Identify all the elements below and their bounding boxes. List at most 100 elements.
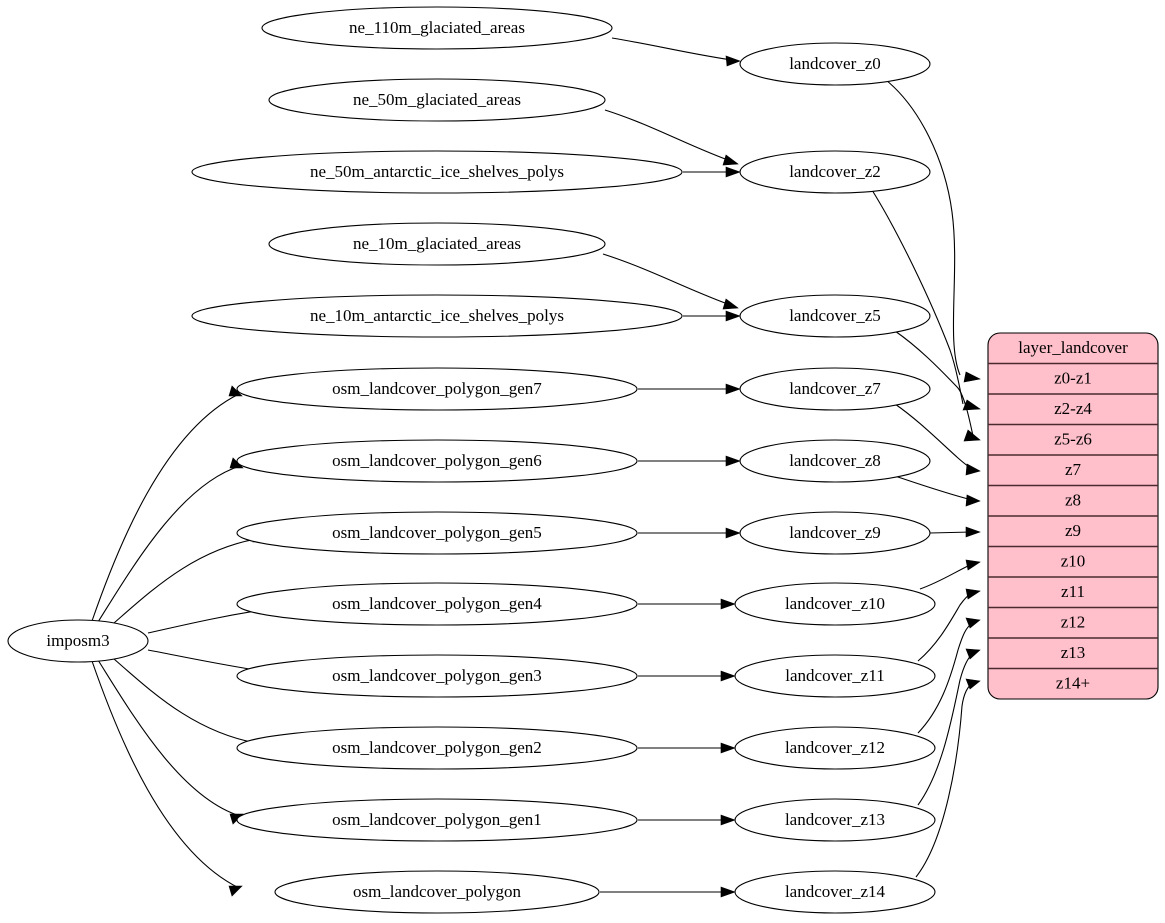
node-label: landcover_z9 xyxy=(789,523,881,542)
arrowhead-icon xyxy=(963,429,981,442)
arrowhead-icon xyxy=(965,494,981,507)
node-shape xyxy=(236,582,638,626)
edge-line xyxy=(113,537,263,624)
node-label: landcover_z13 xyxy=(785,810,885,829)
edge-landcover_z10-to-z10 xyxy=(919,559,981,590)
table-row[interactable]: z5-z6 xyxy=(988,423,1158,449)
table-row[interactable]: z11 xyxy=(988,576,1158,601)
edge-osm_landcover_polygon-to-landcover_z14 xyxy=(600,886,736,898)
arrowhead-icon xyxy=(965,648,981,660)
node-osm_landcover_polygon_gen2[interactable]: osm_landcover_polygon_gen2 xyxy=(236,726,638,770)
arrowhead-icon xyxy=(725,455,741,467)
node-osm_landcover_polygon_gen3[interactable]: osm_landcover_polygon_gen3 xyxy=(236,654,638,698)
edge-line xyxy=(917,652,974,806)
table-row[interactable]: z2-z4 xyxy=(988,393,1158,418)
arrowhead-icon xyxy=(965,678,981,690)
table-row-label: z10 xyxy=(1061,552,1086,571)
table-row[interactable]: z8 xyxy=(988,484,1158,510)
node-imposm3[interactable]: imposm3 xyxy=(7,619,149,663)
node-label: osm_landcover_polygon_gen3 xyxy=(332,666,542,685)
node-landcover_z12[interactable]: landcover_z12 xyxy=(734,726,936,770)
node-landcover_z14[interactable]: landcover_z14 xyxy=(734,870,936,914)
arrowhead-icon xyxy=(722,298,739,310)
edge-osm_landcover_polygon_gen5-to-landcover_z9 xyxy=(638,527,741,539)
arrowhead-icon xyxy=(228,385,243,397)
edge-osm_landcover_polygon_gen7-to-landcover_z7 xyxy=(638,383,741,395)
edge-ne_10m_glaciated_areas-to-landcover_z5 xyxy=(602,253,739,310)
node-shape xyxy=(739,294,931,338)
node-ne_50m_glaciated_areas[interactable]: ne_50m_glaciated_areas xyxy=(268,78,606,122)
table-row[interactable]: z9 xyxy=(988,515,1158,540)
table-row[interactable]: z12 xyxy=(988,606,1158,632)
arrowhead-icon xyxy=(720,814,736,826)
node-label: imposm3 xyxy=(46,631,109,650)
edge-imposm3-to-osm_landcover_polygon_gen6 xyxy=(97,457,244,623)
node-landcover_z5[interactable]: landcover_z5 xyxy=(739,294,931,338)
table-row[interactable]: z13 xyxy=(988,637,1158,662)
edge-line xyxy=(894,330,974,437)
arrowhead-icon xyxy=(963,371,981,383)
edge-line xyxy=(915,682,974,878)
node-label: landcover_z8 xyxy=(789,451,881,470)
node-landcover_z2[interactable]: landcover_z2 xyxy=(739,150,931,194)
node-label: landcover_z5 xyxy=(789,306,881,325)
arrowhead-icon xyxy=(720,670,736,682)
table-row-label: z2-z4 xyxy=(1054,399,1092,418)
table-row-label: z7 xyxy=(1065,460,1082,479)
edge-landcover_z7-to-z7 xyxy=(894,403,981,476)
node-landcover_z8[interactable]: landcover_z8 xyxy=(739,439,931,483)
node-shape xyxy=(739,150,931,194)
edge-landcover_z5-to-z5-z6 xyxy=(894,330,981,442)
node-label: landcover_z2 xyxy=(789,162,881,181)
table-row[interactable]: z14+ xyxy=(988,667,1158,693)
node-osm_landcover_polygon[interactable]: osm_landcover_polygon xyxy=(274,870,600,914)
table-row-label: z14+ xyxy=(1056,674,1090,693)
arrowhead-icon xyxy=(965,463,981,476)
node-landcover_z10[interactable]: landcover_z10 xyxy=(734,582,936,626)
node-osm_landcover_polygon_gen6[interactable]: osm_landcover_polygon_gen6 xyxy=(236,439,638,483)
node-ne_110m_glaciated_areas[interactable]: ne_110m_glaciated_areas xyxy=(261,6,613,50)
node-landcover_z9[interactable]: landcover_z9 xyxy=(739,511,931,555)
node-label: landcover_z14 xyxy=(785,882,886,901)
edge-line xyxy=(97,659,241,817)
node-landcover_z13[interactable]: landcover_z13 xyxy=(734,798,936,842)
table-row-label: z0-z1 xyxy=(1054,369,1092,388)
edge-line xyxy=(929,531,973,534)
node-shape xyxy=(739,511,931,555)
node-ne_10m_glaciated_areas[interactable]: ne_10m_glaciated_areas xyxy=(268,222,606,266)
node-osm_landcover_polygon_gen5[interactable]: osm_landcover_polygon_gen5 xyxy=(236,511,638,555)
node-label: osm_landcover_polygon_gen7 xyxy=(332,379,542,398)
node-ne_10m_antarctic_ice_shelves_polys[interactable]: ne_10m_antarctic_ice_shelves_polys xyxy=(191,294,683,338)
arrowhead-icon xyxy=(720,886,736,898)
arrowhead-icon xyxy=(965,526,981,538)
table-header-label: layer_landcover xyxy=(1018,338,1128,357)
node-osm_landcover_polygon_gen4[interactable]: osm_landcover_polygon_gen4 xyxy=(236,582,638,626)
node-label: osm_landcover_polygon_gen2 xyxy=(332,738,542,757)
table-row-label: z5-z6 xyxy=(1054,430,1092,449)
arrowhead-icon xyxy=(722,154,739,166)
node-shape xyxy=(734,726,936,770)
edge-landcover_z11-to-z11 xyxy=(917,588,981,662)
edge-osm_landcover_polygon_gen1-to-landcover_z13 xyxy=(638,814,736,826)
node-shape xyxy=(236,439,638,483)
node-landcover_z0[interactable]: landcover_z0 xyxy=(739,42,931,86)
node-landcover_z7[interactable]: landcover_z7 xyxy=(739,367,931,411)
arrowhead-icon xyxy=(725,527,741,539)
table-row[interactable]: z10 xyxy=(988,545,1158,571)
table-row[interactable]: z7 xyxy=(988,454,1158,479)
edge-line xyxy=(919,563,973,590)
arrowhead-icon xyxy=(720,598,736,610)
edge-osm_landcover_polygon_gen3-to-landcover_z11 xyxy=(638,670,736,682)
table-row[interactable]: z0-z1 xyxy=(988,362,1158,388)
node-osm_landcover_polygon_gen7[interactable]: osm_landcover_polygon_gen7 xyxy=(236,367,638,411)
node-shape xyxy=(274,870,600,914)
node-shape xyxy=(734,870,936,914)
edge-line xyxy=(604,109,737,164)
edge-line xyxy=(147,608,269,634)
node-osm_landcover_polygon_gen1[interactable]: osm_landcover_polygon_gen1 xyxy=(236,798,638,842)
edge-ne_110m_glaciated_areas-to-landcover_z0 xyxy=(611,37,741,67)
arrowhead-icon xyxy=(720,742,736,754)
edge-osm_landcover_polygon_gen2-to-landcover_z12 xyxy=(638,742,736,754)
node-landcover_z11[interactable]: landcover_z11 xyxy=(734,654,936,698)
node-ne_50m_antarctic_ice_shelves_polys[interactable]: ne_50m_antarctic_ice_shelves_polys xyxy=(191,150,683,194)
